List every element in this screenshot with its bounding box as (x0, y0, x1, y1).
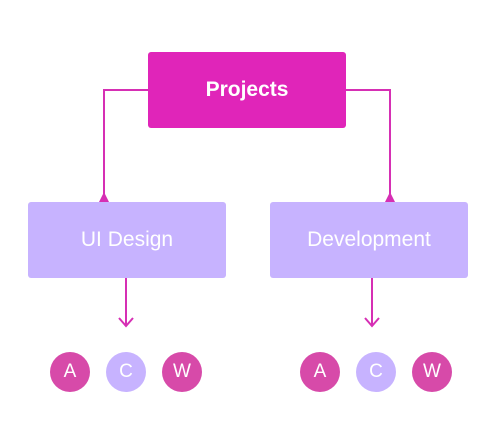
arrowhead-ui-design-team (118, 317, 134, 328)
ui-design-avatar-c[interactable]: C (106, 352, 146, 392)
arrowhead-development (385, 192, 395, 202)
connector-root-to-ui-design (103, 89, 148, 196)
ui-design-avatar-a[interactable]: A (50, 352, 90, 392)
projects-node-label: Projects (205, 78, 289, 101)
ui-design-avatar-w[interactable]: W (162, 352, 202, 392)
development-avatar-w[interactable]: W (412, 352, 452, 392)
arrowhead-development-team (364, 317, 380, 328)
ui-design-node-label: UI Design (80, 228, 174, 251)
projects-node[interactable]: Projects (148, 52, 346, 128)
development-avatar-c[interactable]: C (356, 352, 396, 392)
development-avatar-a[interactable]: A (300, 352, 340, 392)
arrowhead-ui-design (99, 192, 109, 202)
ui-design-node[interactable]: UI Design (28, 202, 226, 278)
development-node[interactable]: Development (270, 202, 468, 278)
development-node-label: Development (307, 228, 431, 251)
connector-root-to-development (346, 89, 391, 196)
